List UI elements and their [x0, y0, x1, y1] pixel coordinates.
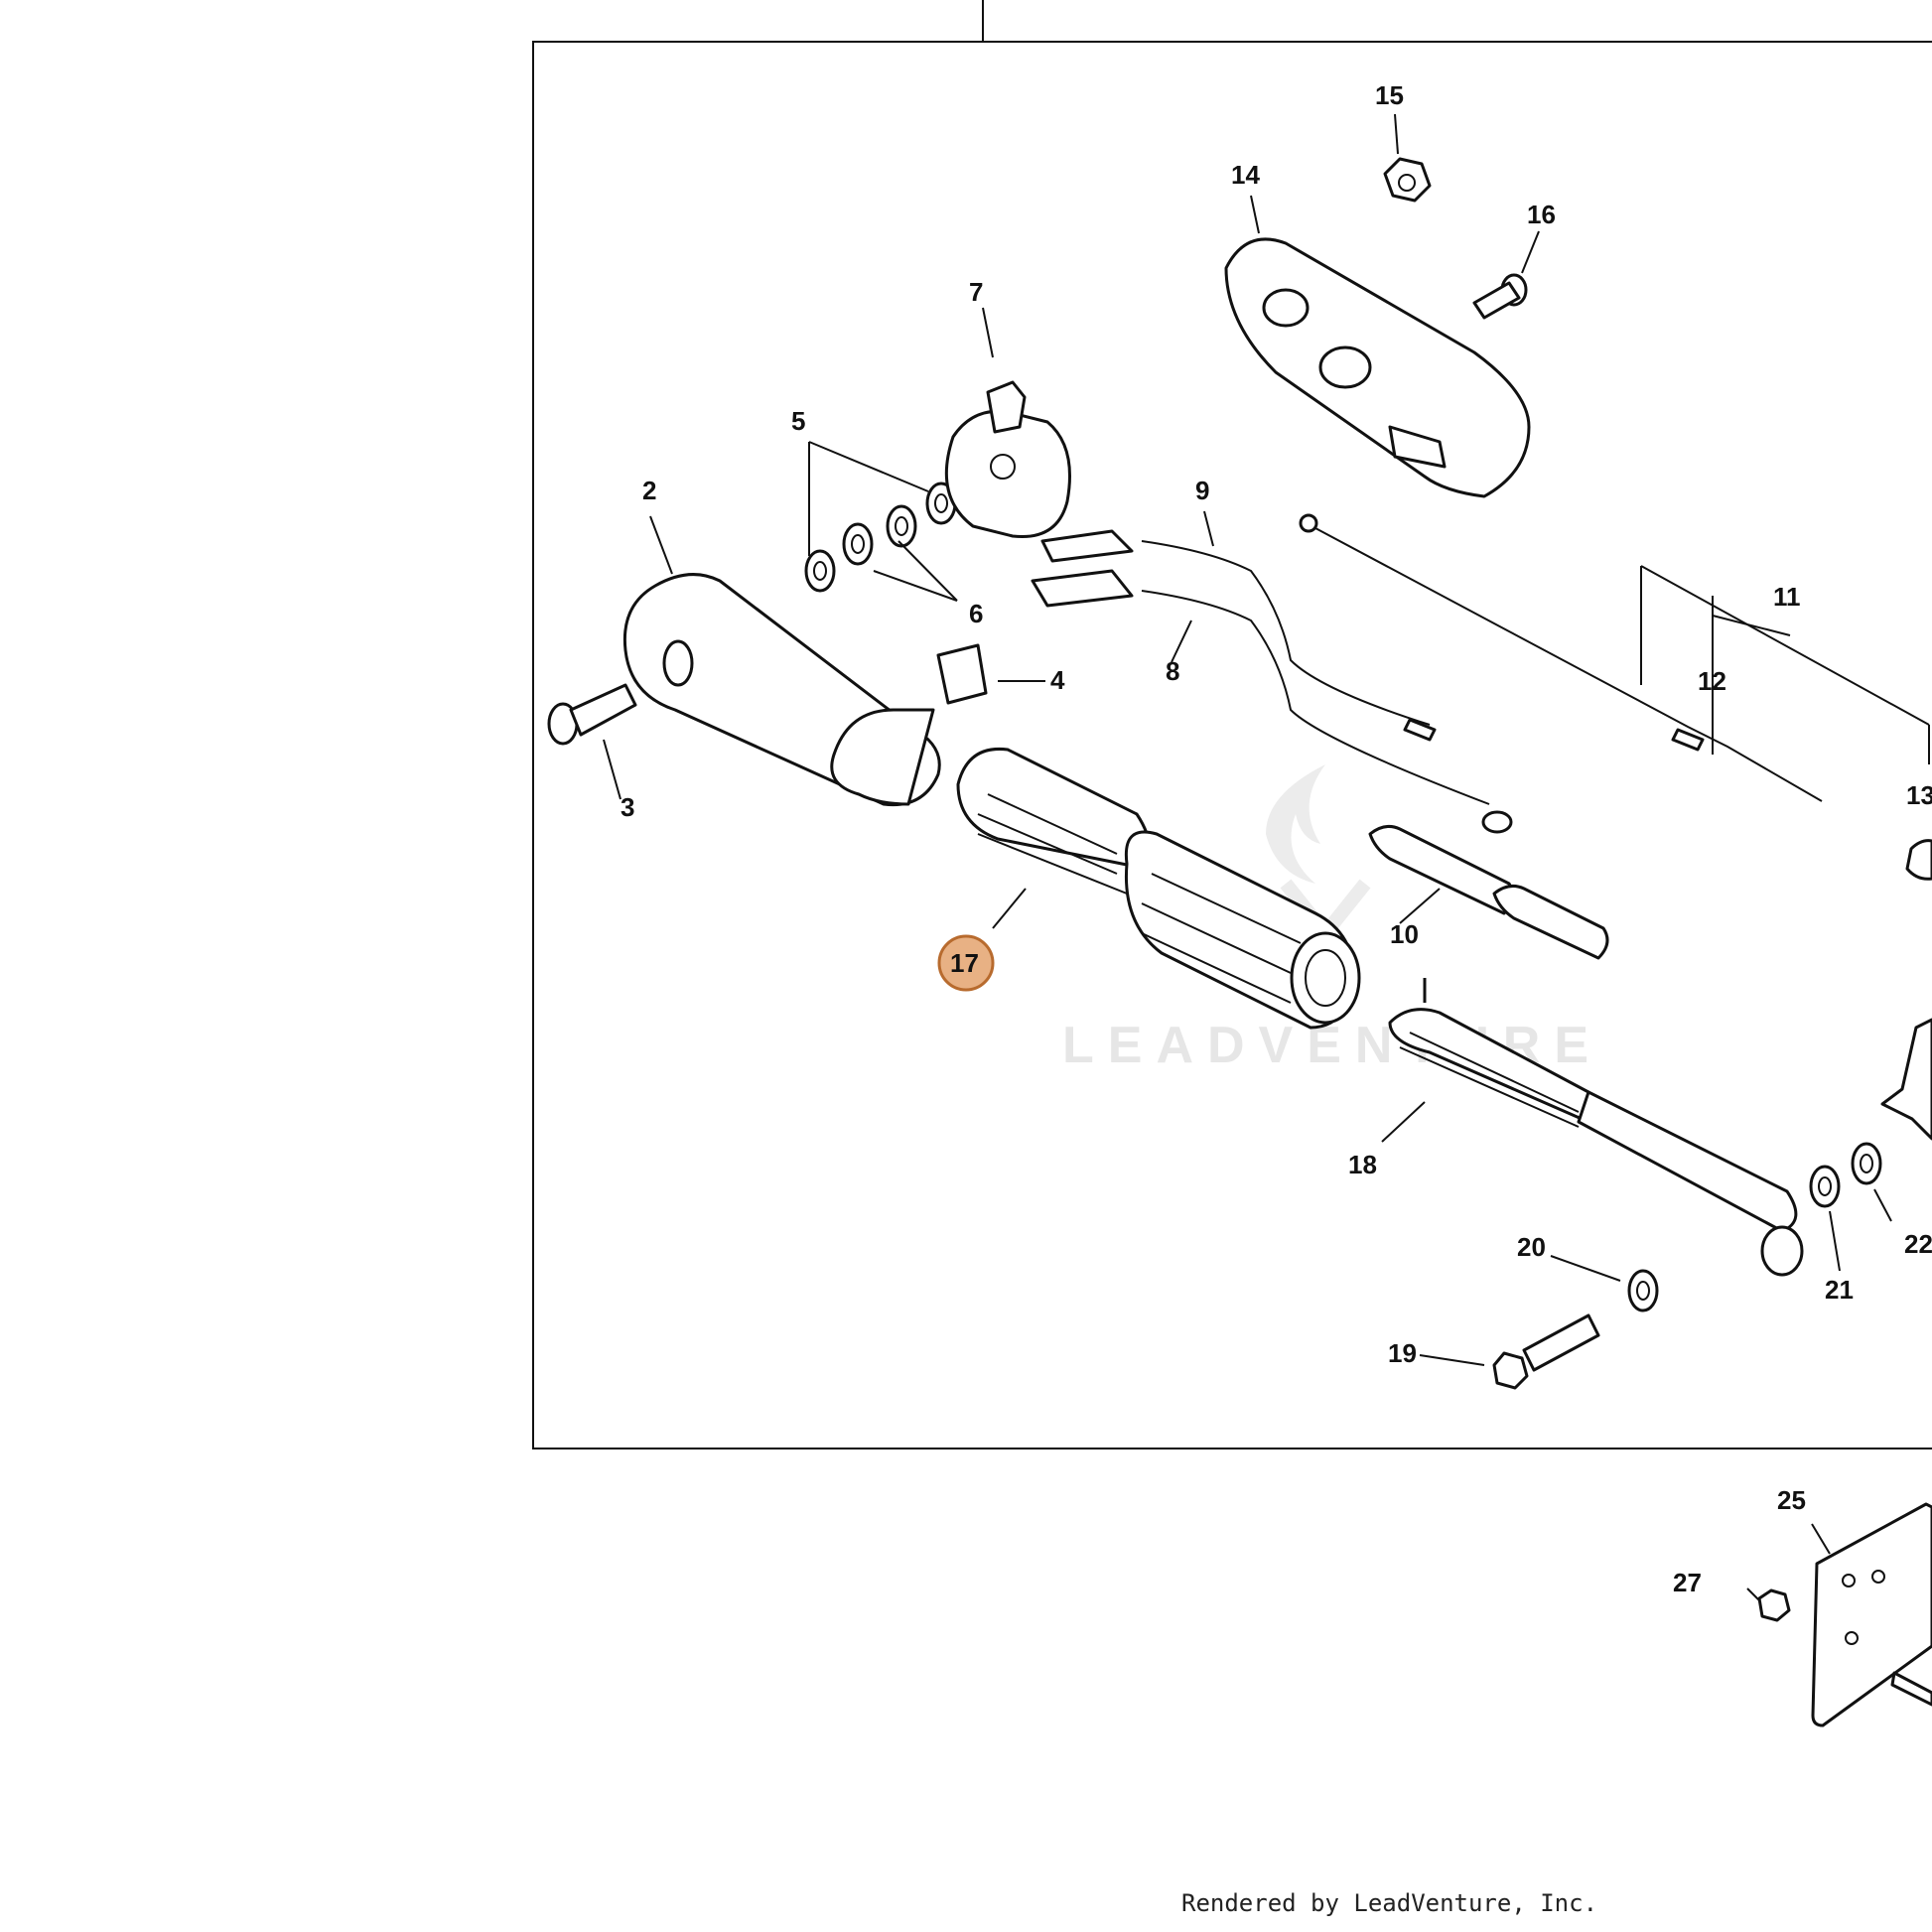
- callout-21[interactable]: 21: [1825, 1275, 1854, 1305]
- part-handle-housing[interactable]: [622, 573, 941, 807]
- callout-11[interactable]: 11: [1773, 582, 1801, 612]
- callout-12[interactable]: 12: [1698, 666, 1726, 696]
- callout-22[interactable]: 22: [1904, 1229, 1932, 1259]
- callout-17[interactable]: 17: [950, 948, 979, 978]
- part-bolt-19[interactable]: [1492, 1313, 1600, 1390]
- part-wires-8-9[interactable]: [1031, 529, 1513, 834]
- callout-16[interactable]: 16: [1527, 200, 1556, 229]
- callout-15[interactable]: 15: [1375, 80, 1404, 110]
- callout-17-highlight[interactable]: 17: [937, 934, 995, 992]
- callout-14[interactable]: 14: [1231, 160, 1260, 190]
- part-bracket-14[interactable]: [1224, 237, 1531, 498]
- part-bracket-partial[interactable]: [1880, 1018, 1932, 1141]
- leader-lines: [603, 113, 1930, 1601]
- part-shoulder-screw-3[interactable]: [547, 683, 637, 746]
- callout-10[interactable]: 10: [1390, 919, 1419, 949]
- callout-4[interactable]: 4: [1050, 665, 1065, 695]
- part-screw-16[interactable]: [1472, 273, 1528, 320]
- part-bolt-partial[interactable]: [1890, 1671, 1932, 1707]
- callout-19[interactable]: 19: [1388, 1338, 1417, 1368]
- render-credit: Rendered by LeadVenture, Inc.: [1181, 1889, 1597, 1917]
- callout-labels: 2 3 4 5 6 7 8 9 10 11 12 13 14 15 16 17 …: [621, 80, 1932, 1597]
- part-block-4[interactable]: [936, 643, 988, 705]
- part-nut-27[interactable]: [1757, 1588, 1791, 1622]
- callout-3[interactable]: 3: [621, 792, 634, 822]
- part-shaft-18[interactable]: [1388, 978, 1804, 1277]
- part-switch-cam-7[interactable]: [944, 380, 1071, 539]
- part-spring-tube-17[interactable]: [956, 747, 1361, 1030]
- callout-8[interactable]: 8: [1166, 656, 1179, 686]
- part-plate-25[interactable]: [1811, 1502, 1932, 1727]
- callout-2[interactable]: 2: [642, 476, 656, 505]
- part-bushing-13[interactable]: [1905, 839, 1932, 881]
- callout-20[interactable]: 20: [1517, 1232, 1546, 1262]
- part-sleeves-10[interactable]: [1368, 824, 1609, 960]
- callout-6[interactable]: 6: [969, 599, 983, 628]
- part-washers-5-6[interactable]: [804, 482, 957, 593]
- callout-18[interactable]: 18: [1348, 1150, 1377, 1179]
- callout-9[interactable]: 9: [1195, 476, 1209, 505]
- callout-5[interactable]: 5: [791, 406, 805, 436]
- part-nut-15[interactable]: [1383, 157, 1432, 203]
- callout-13[interactable]: 13: [1906, 780, 1932, 810]
- callout-25[interactable]: 25: [1777, 1485, 1806, 1515]
- part-washers-20-21-22[interactable]: [1627, 1142, 1882, 1312]
- part-cable-11-12[interactable]: [1299, 513, 1823, 802]
- diagram-frame: [532, 0, 1932, 1449]
- callout-27[interactable]: 27: [1673, 1568, 1702, 1597]
- callout-7[interactable]: 7: [969, 277, 983, 307]
